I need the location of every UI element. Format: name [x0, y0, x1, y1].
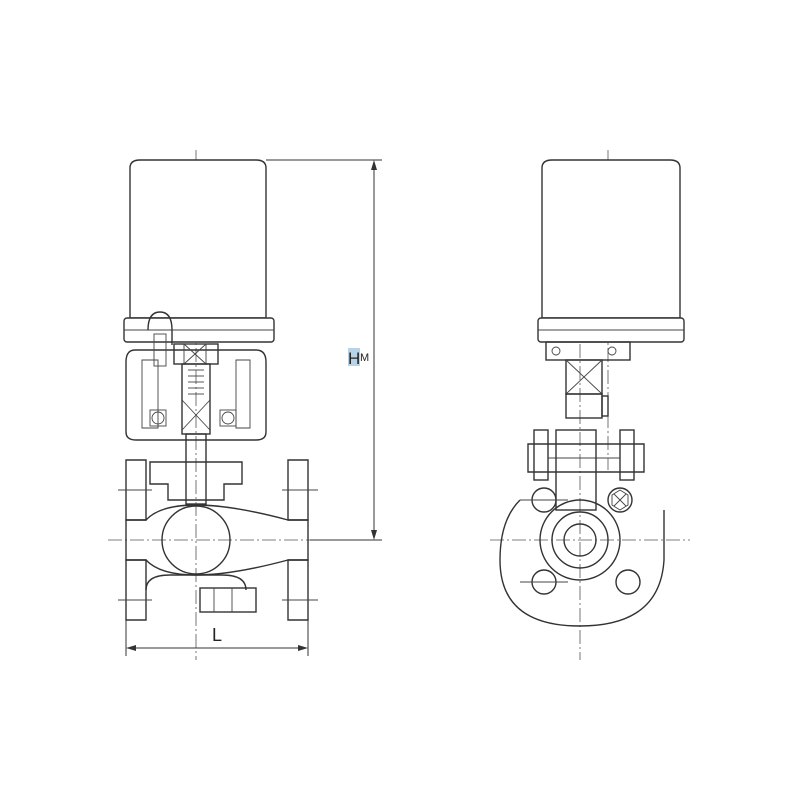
height-subscript: M [360, 352, 369, 364]
side-view [490, 150, 690, 660]
dimension-h: H M [266, 159, 382, 541]
front-yoke-bracket [125, 311, 267, 441]
side-bracket [527, 429, 645, 511]
height-label-highlight [348, 348, 360, 366]
side-flange [499, 487, 665, 627]
length-label: L [212, 625, 222, 645]
height-label: H [348, 349, 360, 368]
front-actuator [123, 159, 275, 343]
front-valve-body [118, 459, 318, 621]
side-actuator [537, 159, 685, 361]
side-coupling [565, 359, 609, 419]
front-stem-coupling [173, 343, 219, 505]
dimension-l: L [125, 620, 309, 656]
front-view: L H M [108, 150, 382, 660]
